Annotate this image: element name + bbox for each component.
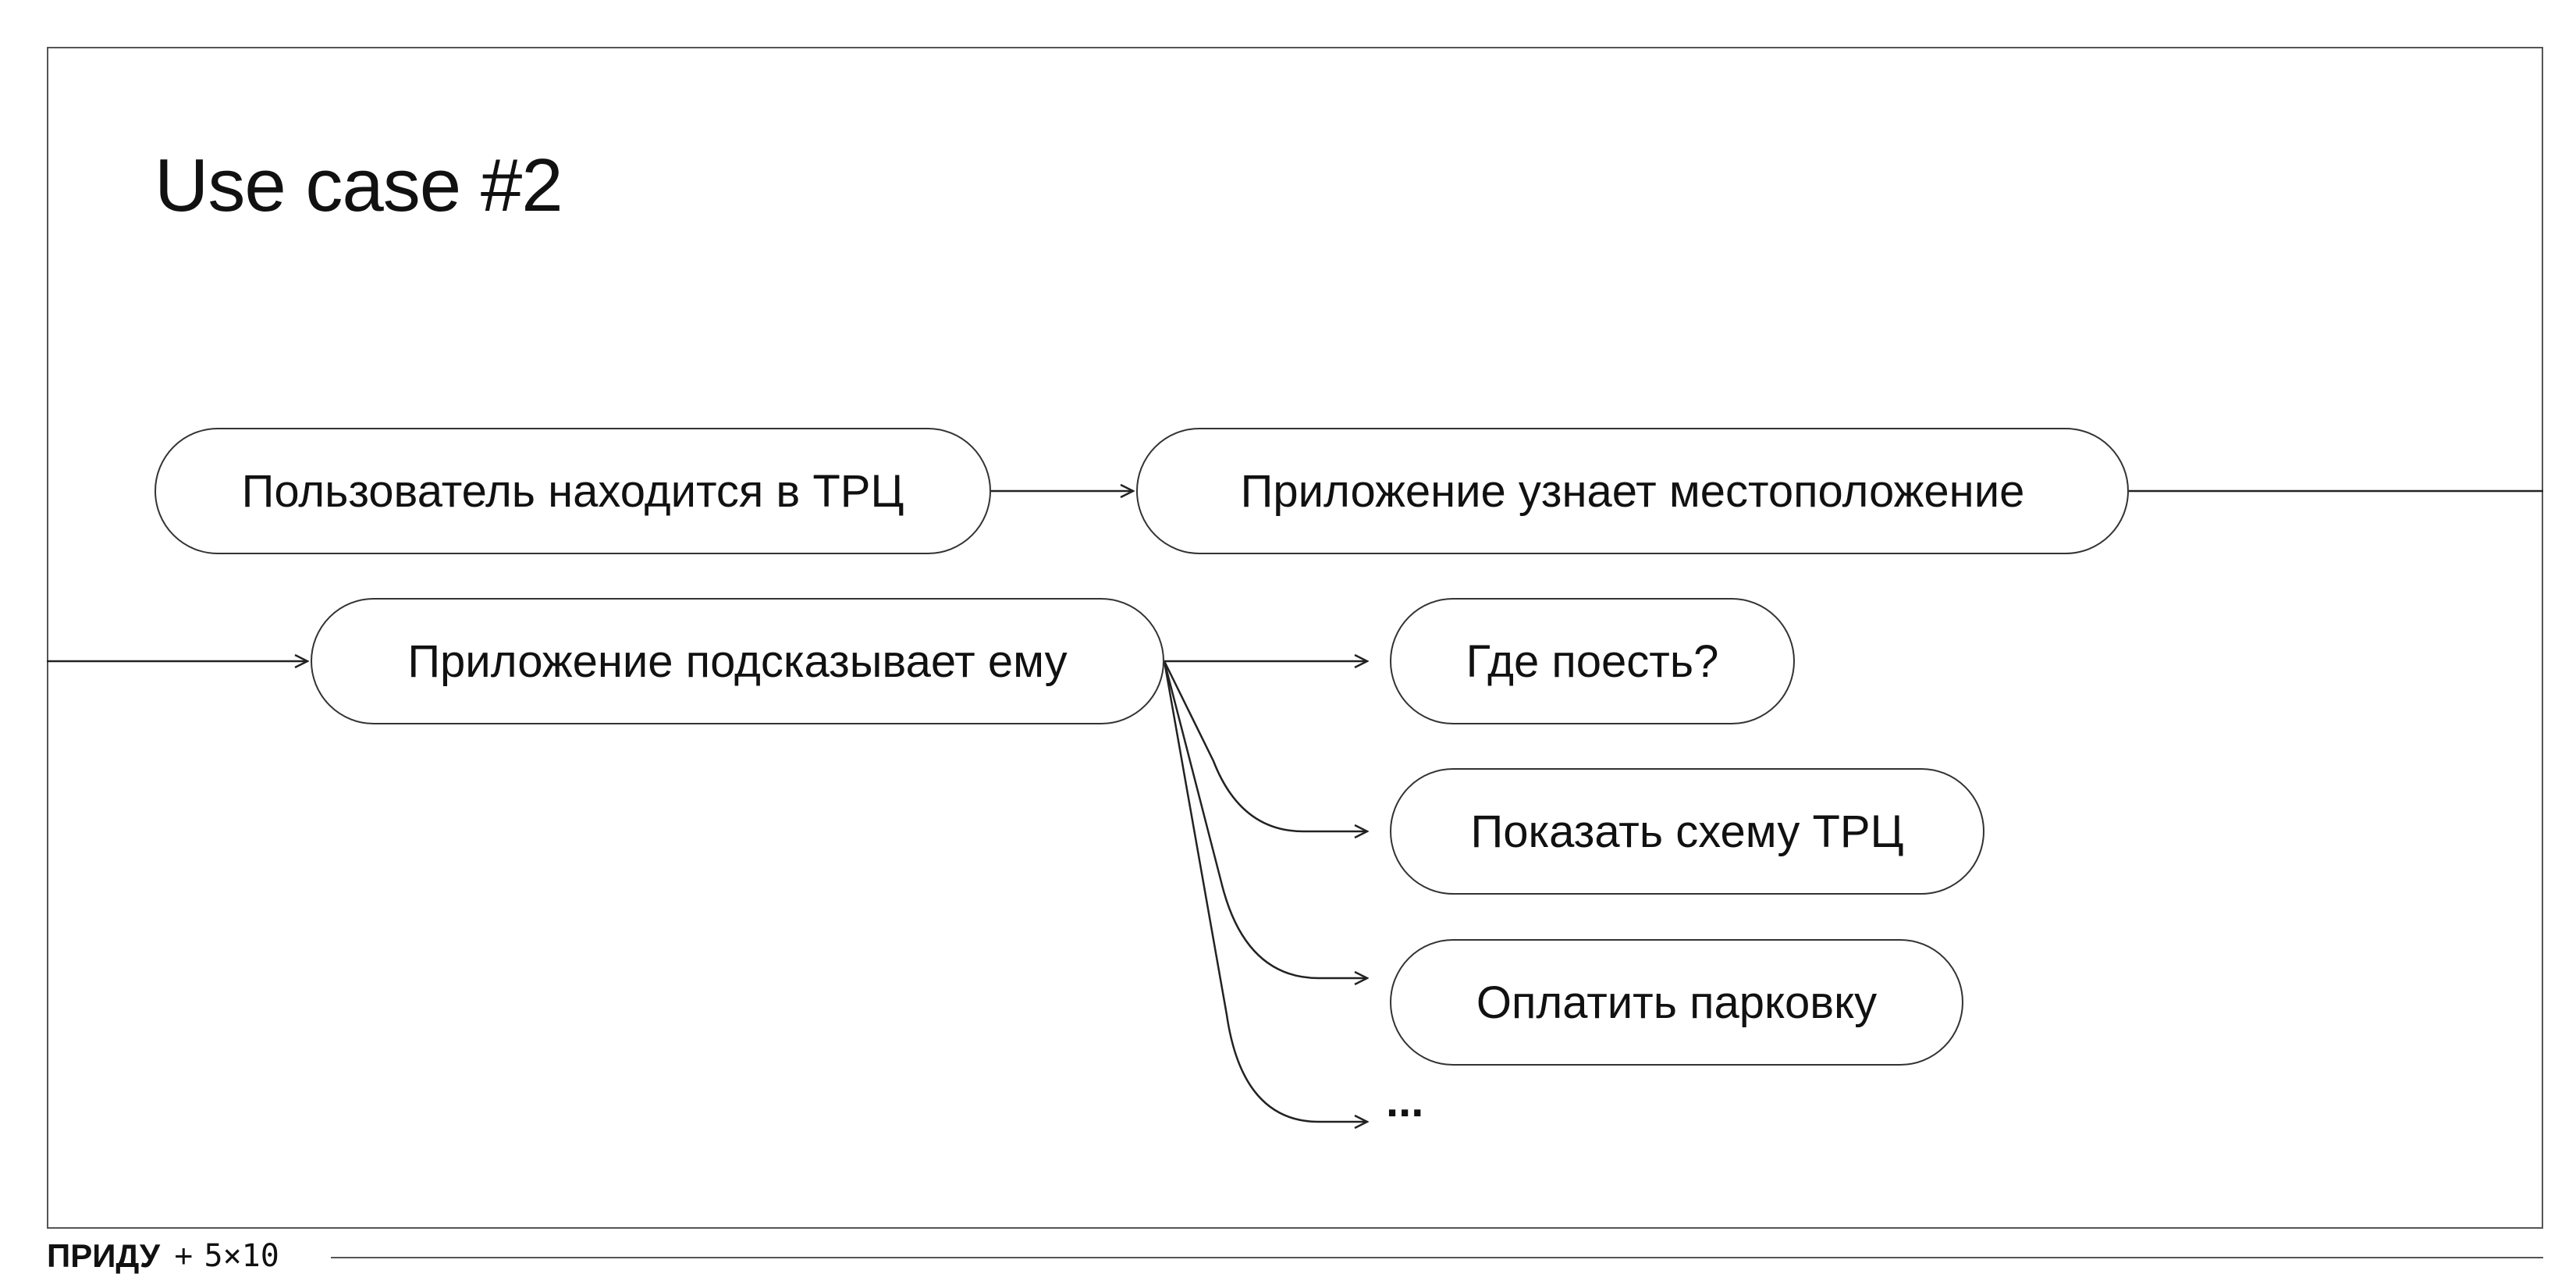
footer-logo: ПРИДУ + 5×10 <box>47 1240 279 1272</box>
node-pay-parking: Оплатить парковку <box>1390 939 1963 1066</box>
arrow-to-more <box>1163 660 1367 1122</box>
node-app-suggests: Приложение подсказывает ему <box>311 598 1164 724</box>
partner-logo: 5×10 <box>204 1238 279 1274</box>
arrow-to-pay-parking <box>1163 660 1367 978</box>
node-app-detects-location: Приложение узнает местоположение <box>1136 428 2129 554</box>
node-user-in-mall: Пользователь находится в ТРЦ <box>155 428 991 554</box>
arrow-to-show-map <box>1163 660 1367 831</box>
node-show-mall-map: Показать схему ТРЦ <box>1390 768 1984 895</box>
node-more: ... <box>1386 1076 1424 1126</box>
footer-plus: + <box>173 1237 194 1274</box>
slide-title: Use case #2 <box>155 144 563 227</box>
node-where-to-eat: Где поесть? <box>1390 598 1795 724</box>
slide-frame <box>47 47 2543 1229</box>
brand-logo: ПРИДУ <box>47 1237 160 1274</box>
